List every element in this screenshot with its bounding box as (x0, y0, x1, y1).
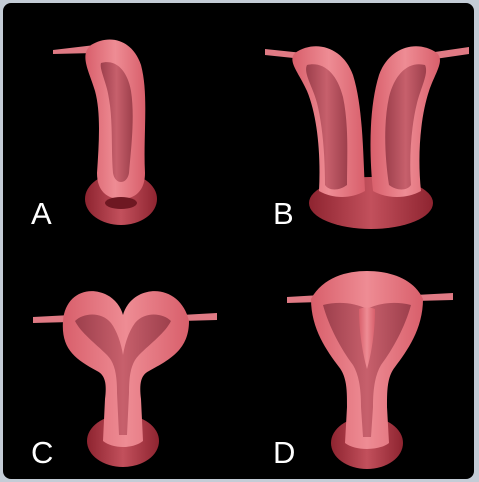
panel-label-a: A (31, 198, 52, 229)
uterine-anomaly-illustrations (3, 3, 474, 479)
panel-b-illustration (265, 46, 469, 229)
panel-label-b: B (273, 198, 294, 229)
panel-d-illustration (287, 271, 453, 469)
panel-label-d: D (273, 437, 295, 468)
panel-label-c: C (31, 437, 53, 468)
panel-a-illustration (53, 39, 157, 225)
figure-frame: A B C D (3, 3, 474, 479)
panel-c-illustration (33, 291, 217, 467)
